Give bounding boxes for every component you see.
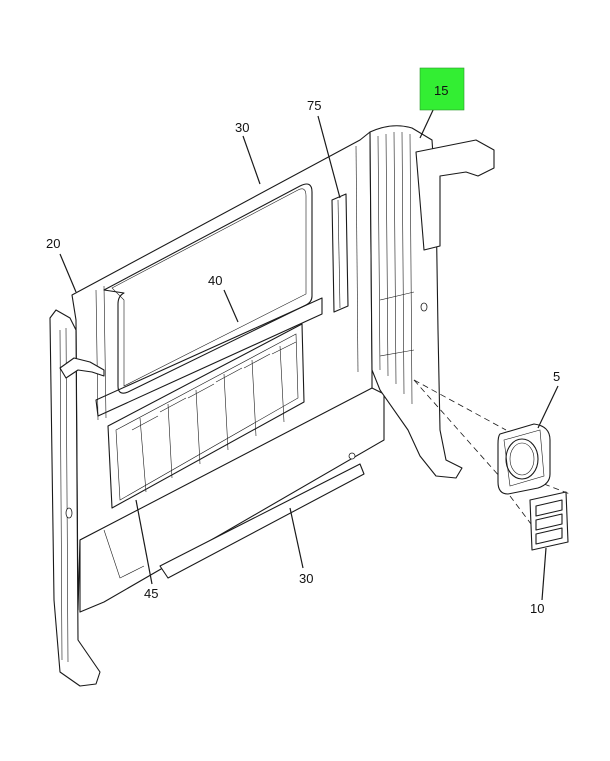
callout-15-label[interactable]: 15 (434, 83, 448, 98)
callout-20-label[interactable]: 20 (46, 236, 60, 251)
callout-5-label[interactable]: 5 (553, 369, 560, 384)
storage-panel (107, 323, 305, 509)
callout-leaders (59, 107, 559, 601)
speaker-grille (529, 491, 569, 551)
callout-30-top-label[interactable]: 30 (235, 120, 249, 135)
lower-kick-panel (79, 387, 385, 613)
speaker-assembly (497, 423, 551, 495)
corner-pillar (369, 125, 495, 479)
callout-10-label[interactable]: 10 (530, 601, 544, 616)
callout-15-highlight[interactable] (419, 67, 465, 111)
vertical-strip (331, 193, 349, 313)
window-frame (95, 183, 323, 417)
callout-45-label[interactable]: 45 (144, 586, 158, 601)
callout-labels: 15 75 30 20 40 5 45 30 10 (46, 83, 560, 616)
callout-40-label[interactable]: 40 (208, 273, 222, 288)
callout-75-label[interactable]: 75 (307, 98, 321, 113)
left-pillar-trim (49, 309, 105, 687)
callout-30-bottom-label[interactable]: 30 (299, 571, 313, 586)
